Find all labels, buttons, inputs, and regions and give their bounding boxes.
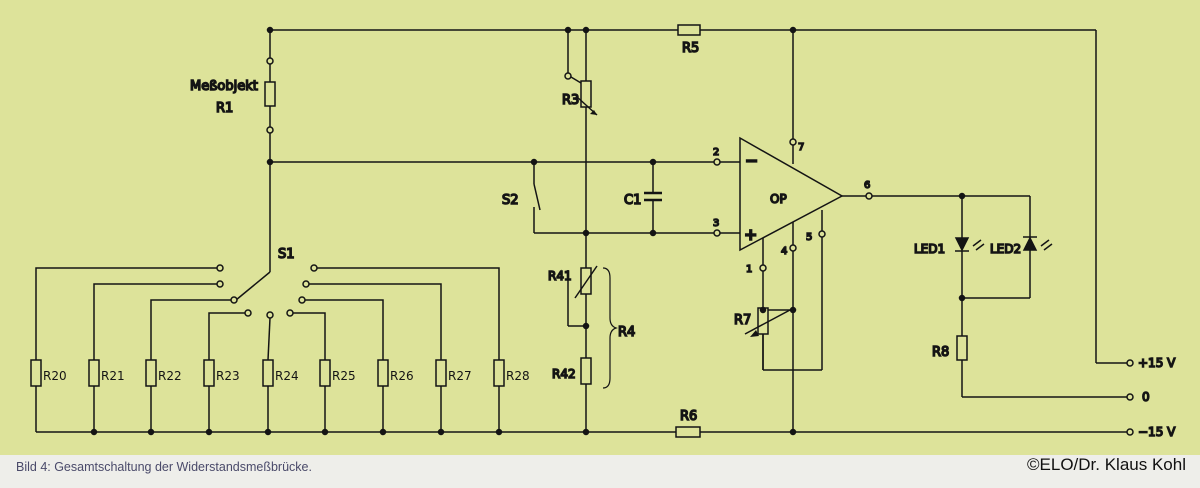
circuit-schematic: R20 R21 R22 R23 R24 R25 R26 R27 R28 Meßobjekt R1…	[30, 24, 1177, 440]
label-r21: R21	[101, 369, 125, 383]
label-r26: R26	[390, 369, 414, 383]
label-op: OP	[770, 192, 787, 206]
label-r41: R41	[548, 269, 572, 283]
switch-contact-r23	[244, 309, 252, 317]
label-supply-neg: −15 V	[1138, 425, 1176, 439]
resistor-r21	[88, 359, 100, 387]
decade-wire-r25	[293, 312, 326, 360]
decade-wire-r21	[93, 283, 217, 360]
label-c1: C1	[624, 193, 641, 208]
junction-r26	[379, 428, 387, 436]
resistor-r26	[377, 359, 389, 387]
label-pin3: 3	[713, 218, 719, 229]
zero-line	[962, 393, 1134, 401]
label-op-minus: −	[745, 151, 758, 170]
junction-r25	[321, 428, 329, 436]
junction-r21	[90, 428, 98, 436]
label-pin6: 6	[864, 180, 870, 191]
label-r5: R5	[682, 41, 699, 56]
label-r4: R4	[618, 325, 635, 340]
label-op-plus: +	[744, 225, 757, 244]
r4-branch	[567, 233, 618, 436]
figure-caption: Bild 4: Gesamtschaltung der Widerstandsm…	[16, 460, 312, 474]
label-pin5: 5	[806, 232, 812, 243]
switch-contact-r28	[310, 264, 318, 272]
resistor-r24	[262, 359, 274, 387]
label-r23: R23	[216, 369, 240, 383]
label-r8: R8	[932, 345, 949, 360]
decade-wire-r27	[309, 283, 442, 360]
decade-wire-r26	[305, 299, 384, 360]
decade-wire-r22	[150, 299, 231, 360]
label-r6: R6	[680, 409, 697, 424]
resistor-r28	[493, 359, 505, 387]
switch-contact-r22	[230, 296, 238, 304]
label-led1: LED1	[914, 242, 945, 256]
c1-capacitor	[644, 162, 662, 233]
decade-wire-r23	[208, 312, 245, 360]
label-pin4: 4	[781, 246, 787, 257]
label-supply-zero: 0	[1142, 390, 1150, 404]
switch-contact-r27	[302, 280, 310, 288]
led-branch	[954, 196, 1053, 397]
r7-trimmer	[744, 306, 797, 370]
label-supply-pos: +15 V	[1138, 356, 1176, 370]
copyright-notice: ©ELO/Dr. Klaus Kohl	[1027, 455, 1186, 474]
label-r7: R7	[734, 313, 751, 328]
label-r24: R24	[275, 369, 299, 383]
switch-contact-r24	[266, 311, 274, 319]
label-pin2: 2	[713, 147, 719, 158]
bottom-rail	[36, 428, 1134, 436]
label-r1: R1	[216, 101, 233, 116]
resistor-r27	[435, 359, 447, 387]
label-r28: R28	[506, 369, 530, 383]
label-r27: R27	[448, 369, 472, 383]
switch-contact-r25	[286, 309, 294, 317]
junction-r28	[495, 428, 503, 436]
schematic-board	[0, 0, 1200, 455]
label-pin1: 1	[746, 264, 752, 275]
resistor-r23	[203, 359, 215, 387]
label-s1: S1	[278, 247, 295, 262]
label-r25: R25	[332, 369, 356, 383]
label-r20: R20	[43, 369, 67, 383]
s2-switch	[533, 162, 740, 237]
switch-contact-r21	[216, 280, 224, 288]
label-r42: R42	[552, 367, 576, 381]
resistor-r22	[145, 359, 157, 387]
decade-wire-r20	[35, 267, 217, 360]
label-messobjekt: Meßobjekt	[190, 79, 258, 94]
decade-wire-r28	[317, 267, 500, 360]
label-led2: LED2	[990, 242, 1021, 256]
junction-r27	[437, 428, 445, 436]
s1-rotary-switch	[235, 271, 271, 301]
r6-resistor	[675, 426, 701, 438]
r3-potentiometer	[564, 26, 598, 233]
decade-wire-r24	[267, 317, 271, 361]
r5-resistor	[677, 24, 701, 36]
resistor-r20	[30, 359, 42, 387]
r1-measurement-object	[264, 26, 276, 272]
decade-resistors: R20 R21 R22 R23 R24 R25 R26 R27 R28	[30, 264, 530, 436]
junction-r24	[264, 428, 272, 436]
switch-contact-r20	[216, 264, 224, 272]
label-pin7: 7	[798, 142, 804, 153]
op-amp	[739, 26, 1030, 436]
junction-r22	[147, 428, 155, 436]
switch-contact-r26	[298, 296, 306, 304]
label-r22: R22	[158, 369, 182, 383]
resistor-r25	[319, 359, 331, 387]
junction-r23	[205, 428, 213, 436]
label-r3: R3	[562, 93, 579, 108]
inverting-input-line	[270, 158, 740, 166]
label-s2: S2	[502, 193, 519, 208]
top-rail	[270, 29, 1134, 367]
